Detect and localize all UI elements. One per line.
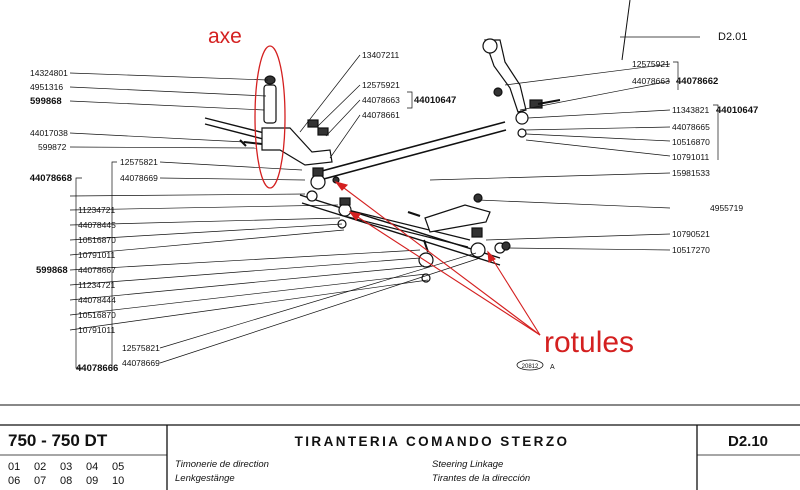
frame-edge-line <box>621 0 631 61</box>
part-number: 15981533 <box>672 168 710 178</box>
part-number: 44078669 <box>122 358 160 368</box>
part-numbers-top: 13407211 12575921 44078663 44010647 4407… <box>362 50 456 120</box>
drag-link-rod <box>299 194 501 266</box>
ball-joint-upper <box>306 167 326 202</box>
part-number: 10791011 <box>672 152 709 162</box>
pitman-nut <box>473 193 483 203</box>
part-number: 44078444 <box>78 295 116 305</box>
leader-lines <box>69 36 719 369</box>
part-number: 599872 <box>38 142 67 152</box>
part-number: 11234721 <box>78 205 115 215</box>
part-number: 44078669 <box>120 173 158 183</box>
part-number: 44078661 <box>362 110 400 120</box>
figure-number: 20812 <box>522 364 539 370</box>
title-german: Lenkgestänge <box>175 473 235 484</box>
figure-suffix: A <box>550 364 555 371</box>
part-number: 10516870 <box>78 235 116 245</box>
part-number: 10517270 <box>672 245 710 255</box>
long-tie-rod <box>317 121 507 181</box>
part-number: 4955719 <box>710 203 743 213</box>
variant-code: 04 <box>86 461 98 473</box>
pivot-pin <box>263 84 277 124</box>
title-block <box>0 404 800 490</box>
variant-code: 09 <box>86 475 98 487</box>
part-numbers-left: 14324801 4951316 599868 44017038 599872 … <box>30 68 160 374</box>
bracket-bolt <box>239 139 263 147</box>
model-title: 750 - 750 DT <box>8 431 108 450</box>
idler-bracket <box>261 127 333 166</box>
part-number: 44078662 <box>676 76 718 87</box>
short-tie-rod <box>339 207 471 248</box>
part-number: 12575821 <box>120 157 158 167</box>
variant-code: 01 <box>8 461 20 473</box>
part-number: 44078666 <box>76 363 118 374</box>
part-numbers-right: 12575921 44078663 44078662 11343821 4401… <box>632 59 758 255</box>
variant-code: 02 <box>34 461 46 473</box>
part-number: 14324801 <box>30 68 68 78</box>
part-number: 44017038 <box>30 128 68 138</box>
rotules-arrows <box>334 181 541 336</box>
page-code: D2.10 <box>728 433 768 450</box>
part-number: 10516870 <box>672 137 710 147</box>
part-number: 10516870 <box>78 310 116 320</box>
lower-nut <box>501 241 511 251</box>
part-number: 599868 <box>36 265 68 276</box>
part-number: 11343821 <box>672 105 709 115</box>
part-number: 11234721 <box>78 280 115 290</box>
part-number: 44010647 <box>414 95 456 106</box>
variant-code: 05 <box>112 461 124 473</box>
title-french: Timonerie de direction <box>175 459 269 470</box>
part-number: 4951316 <box>30 82 63 92</box>
part-number: 12575921 <box>632 59 670 69</box>
variant-code: 03 <box>60 461 72 473</box>
steering-arm-right <box>484 39 527 113</box>
part-number: 44078663 <box>632 76 670 86</box>
part-number: 12575921 <box>362 80 400 90</box>
part-number: 10791011 <box>78 325 115 335</box>
figure-number-tag: 20812 A <box>516 359 555 371</box>
title-english: Steering Linkage <box>432 459 503 470</box>
part-number: 44010647 <box>716 105 758 116</box>
part-number: 44078663 <box>362 95 400 105</box>
variant-code: 06 <box>8 475 20 487</box>
title-spanish: Tirantes de la dirección <box>432 473 530 484</box>
part-number: 44078668 <box>30 173 72 184</box>
red-annotations: axe rotules <box>208 25 634 359</box>
nut-b <box>317 127 329 136</box>
nut-a <box>307 119 319 128</box>
part-number: 44078445 <box>78 220 116 230</box>
part-number: 10790521 <box>672 229 710 239</box>
axe-label: axe <box>208 25 242 48</box>
part-number: 10791011 <box>78 250 115 260</box>
title-italian: TIRANTERIA COMANDO STERZO <box>295 434 570 449</box>
part-number: 44078665 <box>672 122 710 132</box>
pitman-bolt <box>407 210 421 218</box>
part-number: 599868 <box>30 96 62 107</box>
variant-code: 07 <box>34 475 46 487</box>
rotules-label: rotules <box>544 326 634 359</box>
variant-code: 10 <box>112 475 124 487</box>
part-number: 44078667 <box>78 265 116 275</box>
axe-highlight-ellipse <box>254 45 286 189</box>
ball-joint-middle <box>337 197 352 229</box>
pitman-arm <box>424 204 491 233</box>
diagram-code: D2.01 <box>718 31 747 43</box>
variant-code: 08 <box>60 475 72 487</box>
variant-codes: 01 02 03 04 05 06 07 08 09 10 <box>8 461 124 487</box>
part-number: 13407211 <box>362 50 399 60</box>
part-number: 12575821 <box>122 343 160 353</box>
title-translations: Timonerie de direction Lenkgestänge Stee… <box>175 459 530 484</box>
